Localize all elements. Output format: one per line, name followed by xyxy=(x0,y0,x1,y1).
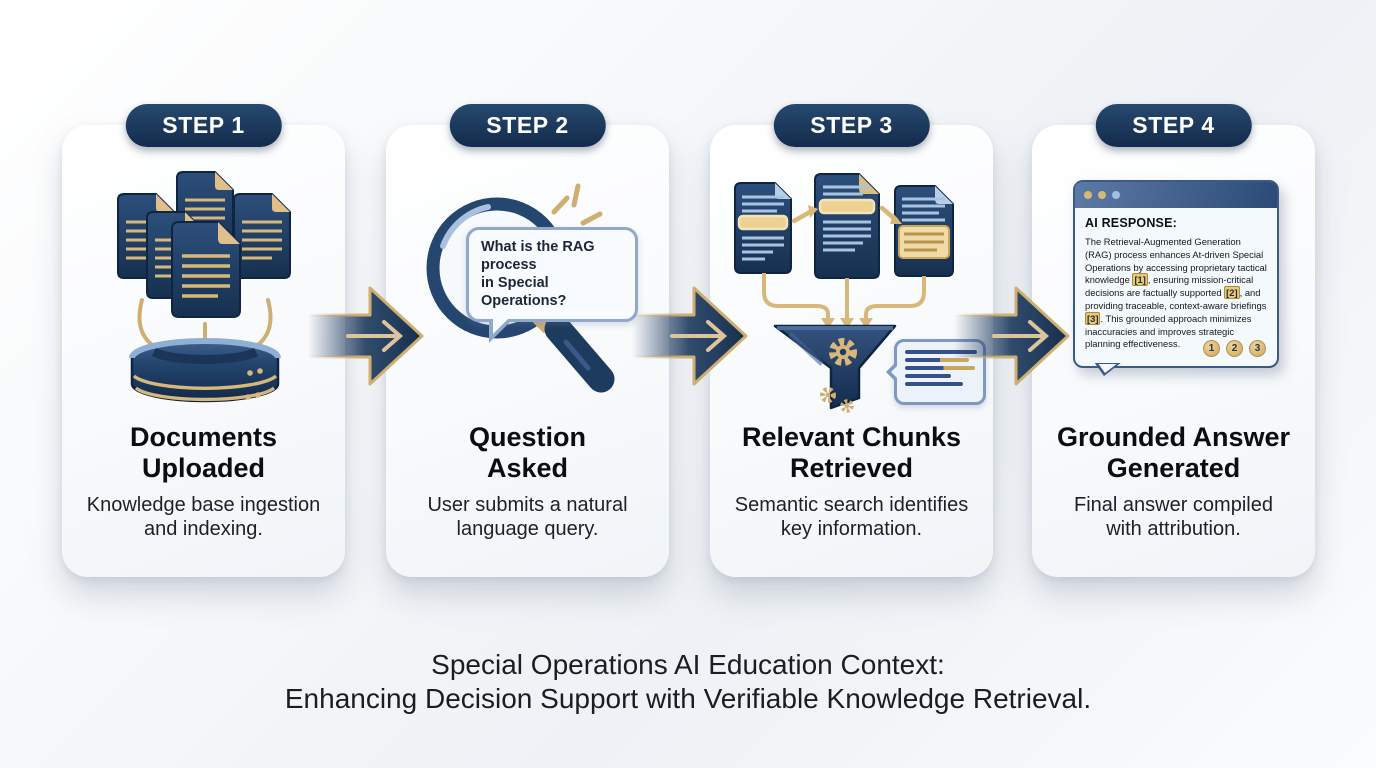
chunk-highlight xyxy=(818,198,876,215)
flow-arrow-icon xyxy=(306,286,424,386)
chunked-document-icon xyxy=(734,173,954,279)
sparkle-icon xyxy=(551,183,603,226)
query-bubble: What is the RAG process in Special Opera… xyxy=(466,227,638,343)
footer-line1: Special Operations AI Education Context: xyxy=(431,649,945,680)
citation-badges: 1 2 3 xyxy=(1085,340,1268,358)
magnifier-handle xyxy=(531,302,615,393)
gear-icon xyxy=(820,338,857,413)
funnel-arrowheads xyxy=(821,318,873,329)
query-text-line2: in Special Operations? xyxy=(481,275,567,309)
step-2-card: STEP 2 What is the RAG process in Spec xyxy=(386,104,669,577)
step-1-badge: STEP 1 xyxy=(125,104,282,147)
step-4-card: STEP 4 AI RESPONSE: The Retrieval-Augmen… xyxy=(1032,104,1315,577)
citation-1: [1] xyxy=(1132,273,1148,287)
window-titlebar xyxy=(1075,182,1277,208)
step-4-description: Final answer compiled with attribution. xyxy=(1074,494,1273,540)
document-icon xyxy=(117,171,291,318)
flow-arrow-icon xyxy=(952,286,1070,386)
query-text-line1: What is the RAG process xyxy=(481,239,595,273)
lens-highlight xyxy=(440,204,491,249)
ai-response-window-icon: AI RESPONSE: The Retrieval-Augmented Gen… xyxy=(1073,180,1279,390)
step-1-title: Documents Uploaded xyxy=(129,422,278,483)
step-3-title: Relevant Chunks Retrieved xyxy=(741,422,962,483)
step-4-badge: STEP 4 xyxy=(1095,104,1252,147)
documents-database-graphic xyxy=(117,171,291,403)
funnel-connectors xyxy=(762,273,926,320)
ai-response-text: The Retrieval-Augmented Generation (RAG)… xyxy=(1085,236,1267,350)
magnifier-question-icon: What is the RAG process in Special Opera… xyxy=(386,171,669,423)
window-dot-icon xyxy=(1112,191,1120,199)
flow-arrow-icon xyxy=(630,286,748,386)
step-3-badge: STEP 3 xyxy=(773,104,930,147)
step-1-card: STEP 1 xyxy=(62,104,345,577)
step-2-badge: STEP 2 xyxy=(449,104,606,147)
citation-3: [3] xyxy=(1085,311,1101,325)
chunks-funnel-icon xyxy=(710,171,993,423)
citation-badge-1: 1 xyxy=(1203,340,1220,358)
snippet-bubble xyxy=(886,339,986,405)
step-4-title: Grounded Answer Generated xyxy=(1056,422,1291,483)
documents-to-database-icon xyxy=(62,171,345,423)
footer-line2: Enhancing Decision Support with Verifiab… xyxy=(284,683,1092,714)
database-icon xyxy=(129,338,281,403)
chunks-funnel-graphic xyxy=(734,173,954,413)
citation-2: [2] xyxy=(1224,286,1240,300)
funnel-shape xyxy=(773,324,897,410)
window-dot-icon xyxy=(1084,191,1092,199)
citation-badge-2: 2 xyxy=(1226,340,1243,358)
step-1-description: Knowledge base ingestion and indexing. xyxy=(86,494,321,540)
citation-badge-3: 3 xyxy=(1249,340,1266,358)
window-dot-icon xyxy=(1098,191,1106,199)
step-3-description: Semantic search identifies key informati… xyxy=(734,494,969,540)
step-3-card: STEP 3 xyxy=(710,104,993,577)
step-2-title: Question Asked xyxy=(468,422,586,483)
step-2-description: User submits a natural language query. xyxy=(427,494,628,540)
footer-caption: Special Operations AI Education Context:… xyxy=(0,648,1376,716)
chunk-highlight xyxy=(737,214,789,231)
ai-response-heading: AI RESPONSE: xyxy=(1085,216,1177,230)
window-body: AI RESPONSE: The Retrieval-Augmented Gen… xyxy=(1075,208,1277,366)
